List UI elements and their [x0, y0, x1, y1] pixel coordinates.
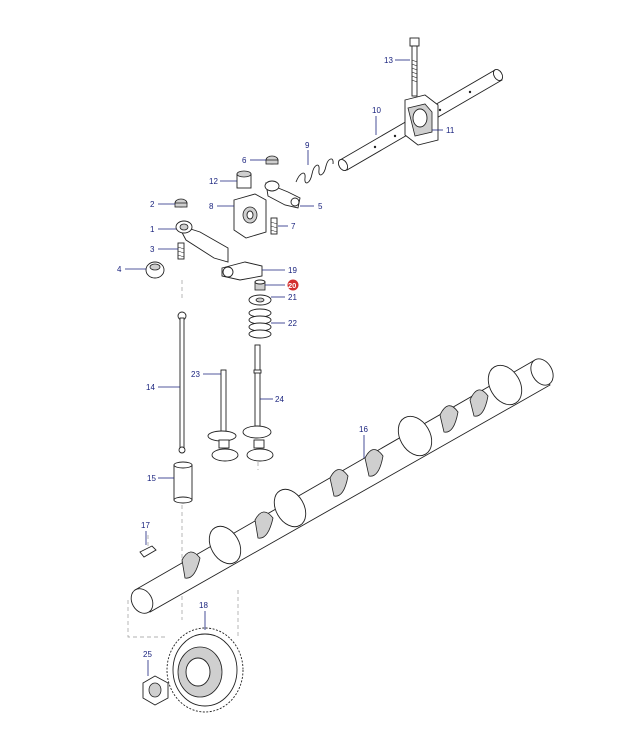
callout-11: 11: [446, 126, 455, 135]
callout-16: 16: [359, 425, 368, 434]
part-25-nut: [142, 675, 169, 706]
part-23-valve: [207, 369, 239, 462]
part-1-rocker-arm: [175, 220, 229, 263]
callout-24: 24: [275, 395, 284, 404]
callout-4: 4: [117, 265, 122, 274]
part-5-rocker-arm: [264, 180, 301, 209]
part-15-tappet: [173, 461, 193, 504]
part-18-camshaft-gear: [166, 627, 244, 713]
part-14-push-rod: [177, 311, 187, 454]
callout-18: 18: [199, 601, 208, 610]
callout-15: 15: [147, 474, 156, 483]
part-12-sleeve: [236, 170, 252, 189]
part-11-shaft-support: [404, 94, 439, 146]
callout-3: 3: [150, 245, 155, 254]
callout-22: 22: [288, 319, 297, 328]
callout-labels: 13 10 11 9 6 12 8 5 2 7 1 3 19 4 20 21 2…: [117, 56, 455, 659]
callout-21: 21: [288, 293, 297, 302]
callout-20: 20: [288, 281, 296, 290]
callout-13: 13: [384, 56, 393, 65]
part-4-cap: [145, 261, 165, 279]
part-7-adjusting-screw: [270, 217, 278, 235]
part-8-rocker-bracket: [233, 193, 267, 239]
callout-1: 1: [150, 225, 155, 234]
callout-6: 6: [242, 156, 247, 165]
part-3-adjusting-screw: [177, 242, 185, 260]
callout-10: 10: [372, 106, 381, 115]
part-17-woodruff-key: [139, 545, 157, 558]
part-24-valve: [242, 344, 274, 462]
part-6-nut: [265, 155, 279, 165]
part-13-bolt: [409, 37, 420, 97]
part-16-camshaft: [130, 358, 554, 614]
callout-9: 9: [305, 141, 310, 150]
callout-2: 2: [150, 200, 155, 209]
part-20-valve-cap: [254, 279, 266, 291]
callout-23: 23: [191, 370, 200, 379]
callout-7: 7: [291, 222, 296, 231]
callout-5: 5: [318, 202, 323, 211]
callout-14: 14: [146, 383, 155, 392]
part-9-spring: [295, 158, 334, 184]
callout-12: 12: [209, 177, 218, 186]
part-19-rocker-arm: [221, 261, 263, 281]
callout-leader-lines: [125, 59, 443, 676]
callout-17: 17: [141, 521, 150, 530]
part-2-nut: [174, 198, 188, 208]
callout-20-highlight-marker: [287, 279, 299, 291]
callout-25: 25: [143, 650, 152, 659]
callout-8: 8: [209, 202, 214, 211]
callout-19: 19: [288, 266, 297, 275]
part-22-valve-spring: [248, 308, 272, 339]
part-21-spring-retainer: [248, 294, 272, 306]
